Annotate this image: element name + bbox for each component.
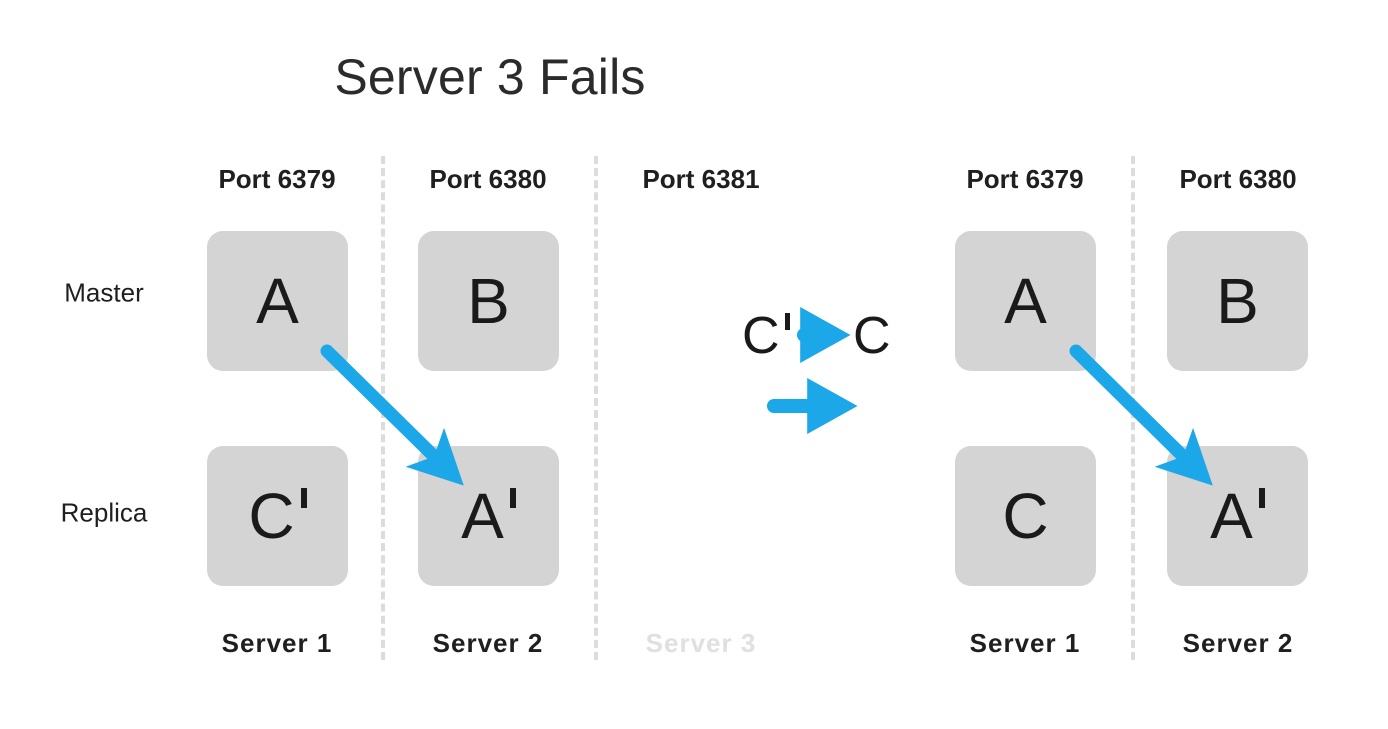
divider-server2-server3 (594, 156, 598, 660)
server-label-before-3-failed: Server 3 (645, 628, 757, 658)
node-label: A (461, 484, 516, 548)
divider-server1-server2 (381, 156, 385, 660)
server-label-after-1: Server 1 (969, 628, 1081, 658)
port-label-after-2: Port 6380 (1179, 164, 1297, 194)
page-title: Server 3 Fails (334, 49, 646, 105)
prime-mark (1258, 488, 1265, 508)
prime-mark (784, 313, 790, 330)
port-label-before-3: Port 6381 (642, 164, 760, 194)
node-label: A (256, 265, 299, 337)
port-label-before-1: Port 6379 (218, 164, 336, 194)
center-promotion-to: C (853, 307, 891, 365)
row-label-replica: Replica (60, 497, 148, 528)
server-label-before-2: Server 2 (432, 628, 544, 658)
node-replica-after-2[interactable]: A (1167, 446, 1308, 586)
prime-mark (509, 488, 516, 508)
prime-mark (300, 488, 307, 508)
port-label-after-1: Port 6379 (966, 164, 1084, 194)
node-master-after-2[interactable]: B (1167, 231, 1308, 371)
node-label: B (1216, 265, 1259, 337)
server-label-before-1: Server 1 (221, 628, 333, 658)
center-promotion-from: C (742, 310, 790, 362)
node-master-before-1[interactable]: A (207, 231, 348, 371)
node-replica-before-2[interactable]: A (418, 446, 559, 586)
node-replica-before-1[interactable]: C (207, 446, 348, 586)
node-label: C (248, 484, 307, 548)
port-label-before-2: Port 6380 (429, 164, 547, 194)
node-master-after-1[interactable]: A (955, 231, 1096, 371)
node-label: A (1004, 265, 1047, 337)
server-label-after-2: Server 2 (1182, 628, 1294, 658)
node-master-before-2[interactable]: B (418, 231, 559, 371)
node-replica-after-1[interactable]: C (955, 446, 1096, 586)
divider-after-server1-server2 (1131, 156, 1135, 660)
node-label: B (467, 265, 510, 337)
node-label: A (1210, 484, 1265, 548)
node-label: C (1002, 480, 1049, 552)
row-label-master: Master (64, 277, 144, 308)
